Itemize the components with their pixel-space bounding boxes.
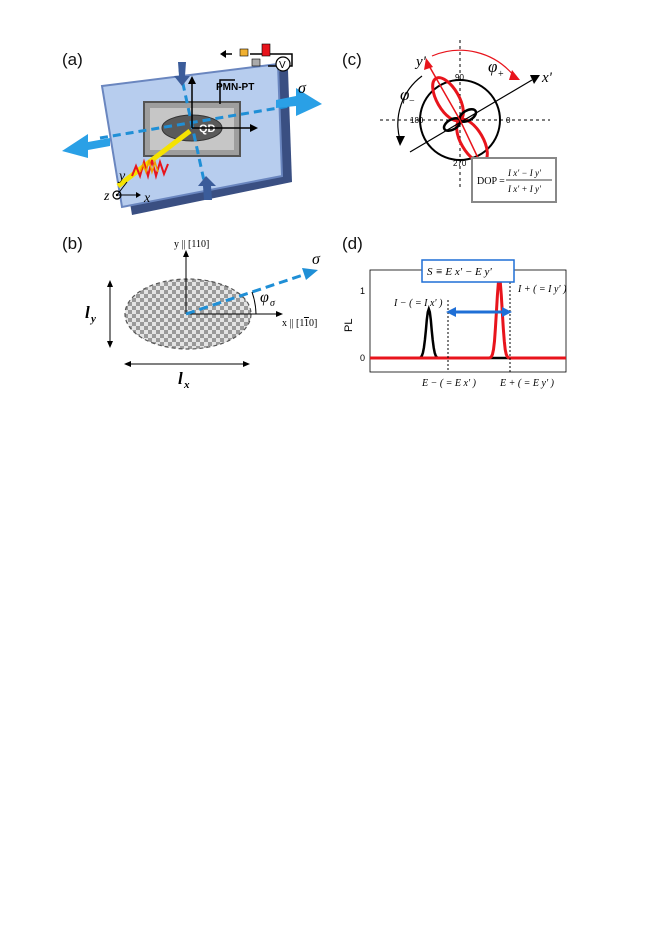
svg-text:I x' + I y': I x' + I y' [507,184,542,194]
strain-arrow-right [276,88,322,116]
e-minus-label: E − ( = E x' ) [421,378,477,389]
e-plus-label: E + ( = E y' ) [499,378,555,389]
pl-spectrum-chart: PL 1 0 S ≡ E x' − E y' I − ( = I x' ) I … [343,259,567,389]
y-prime-axis [427,63,461,121]
svg-text:DOP =: DOP = [477,176,505,187]
svg-text:x': x' [541,70,553,86]
series-i-plus [370,277,566,360]
svg-text:x: x [183,379,190,390]
panel-d: (d) PL 1 0 S ≡ E x' − E y' I − ( = I x' … [330,230,654,400]
panel-c: (c) 90 0 180 270 x' y' φ − φ + DOP = I x… [330,0,654,230]
svg-text:180: 180 [410,116,424,125]
svg-text:σ: σ [270,298,276,309]
y-axis-label: PL [343,319,355,332]
voltmeter-icon [275,56,291,72]
panel-a-label: (a) [62,50,83,69]
polar-plot: 90 0 180 270 x' y' φ − φ + DOP = I x' − … [380,40,557,203]
x-prime-axis [409,79,533,153]
panel-c-label: (c) [342,50,362,69]
svg-text:φ: φ [488,57,497,76]
plot-frame [369,269,567,373]
svg-text:90: 90 [455,73,464,82]
splitting-label: S ≡ E x' − E y' [427,266,492,278]
svg-text:x: x [143,191,151,206]
svg-text:I x' − I y': I x' − I y' [507,168,542,178]
i-plus-label: I + ( = I y' ) [517,284,567,295]
svg-text:z: z [103,189,110,204]
panel-b-label: (b) [62,234,83,253]
svg-text:y: y [117,169,126,184]
svg-text:l: l [85,303,90,322]
compress-arrow-top [174,62,190,86]
sigma-label: σ [298,80,307,97]
y-tick-1: 1 [360,286,365,296]
panel-a: (a) QD V PMN-PT [0,0,330,230]
svg-text:0: 0 [506,116,511,125]
panel-b: (b) y || [110] x || [110] σ φ σ l y [0,230,330,390]
svg-text:σ: σ [312,251,321,268]
phi-plus-arc [431,49,515,77]
svg-text:+: + [498,69,504,80]
device-schematic: QD V PMN-PT σ z [62,43,322,215]
y-axis-label: y || [110] [174,239,209,250]
svg-text:y: y [89,313,96,325]
pmn-pt-label: PMN-PT [216,82,254,93]
svg-text:φ: φ [400,85,409,104]
y-tick-0: 0 [360,353,365,363]
svg-text:l: l [178,369,183,388]
splitting-box [421,259,515,283]
x-axis-label: x || [110] [282,318,317,329]
svg-text:−: − [409,96,415,107]
compress-arrow-bottom [198,176,216,200]
panel-d-label: (d) [342,234,363,253]
svg-text:φ: φ [260,289,269,306]
polar-circle [419,79,501,161]
phi-minus-arc [397,75,423,141]
qd-label: QD [199,123,216,135]
svg-text:270: 270 [453,159,467,168]
strain-ellipse-diagram: y || [110] x || [110] σ φ σ l y l x [85,239,321,390]
strain-arrow-left [62,134,110,158]
svg-text:y': y' [414,54,427,70]
svg-text:V: V [279,60,286,71]
i-minus-label: I − ( = I x' ) [393,298,443,309]
sigma-direction [185,270,313,316]
